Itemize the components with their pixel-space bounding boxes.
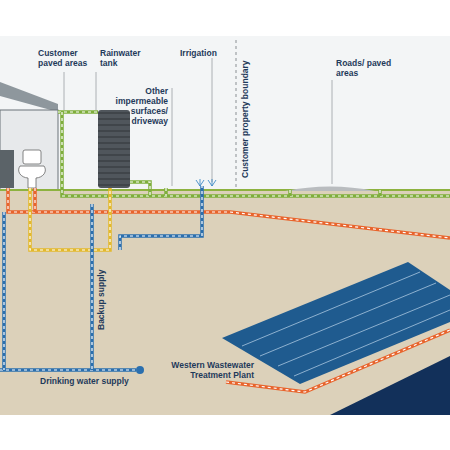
pipe-dash <box>0 369 136 370</box>
callout-label: Backup supply <box>96 270 106 330</box>
toilet <box>19 150 46 188</box>
callout-label: Customer property boundary <box>240 60 250 178</box>
pipe <box>33 188 37 212</box>
pipe <box>0 368 136 372</box>
pipe <box>120 186 202 250</box>
sky <box>0 36 450 191</box>
ground <box>0 190 450 415</box>
house-roof <box>0 82 58 112</box>
pipe <box>58 110 98 114</box>
pipe-dash <box>379 190 380 196</box>
pipe <box>226 330 450 392</box>
leader-lines <box>64 58 332 186</box>
receiving-water <box>330 356 450 415</box>
house-wall <box>0 110 58 190</box>
road <box>285 187 375 192</box>
pipe-dash <box>8 188 450 238</box>
pipe-dash <box>58 111 98 112</box>
pipe-dash <box>30 188 110 250</box>
pipe-dash <box>91 204 92 370</box>
pipe <box>90 204 94 370</box>
pipe <box>62 112 450 196</box>
grass-line <box>0 189 450 191</box>
pipe <box>30 188 110 250</box>
pipe-dash <box>62 112 450 196</box>
pipe <box>164 188 168 196</box>
pipe-dash <box>165 188 166 196</box>
callout-label: Drinking water supply <box>40 376 150 386</box>
callout-label: Irrigation <box>180 48 230 58</box>
pipe-dash <box>3 212 4 370</box>
pipe <box>288 190 292 196</box>
callout-label: Rainwater tank <box>100 48 150 68</box>
supply-end <box>136 366 144 374</box>
pipes <box>0 112 450 392</box>
pipe-dash <box>226 330 450 392</box>
pipe <box>130 182 150 196</box>
irrigation-spray <box>196 179 216 186</box>
property-boundary-line <box>236 40 237 190</box>
rainwater-tank <box>98 110 130 188</box>
appliance <box>0 150 14 188</box>
pipe-dash <box>130 182 150 196</box>
pipe <box>378 190 382 196</box>
pond-lines <box>242 272 450 376</box>
pipe-dash <box>34 188 35 212</box>
callout-label: Other impermeable surfaces/ driveway <box>104 86 168 126</box>
pipe-dash <box>289 190 290 196</box>
pipe <box>8 188 450 238</box>
treatment-ponds <box>222 262 450 384</box>
pipe-dash <box>120 186 202 250</box>
callout-label: Western Wastewater Treatment Plant <box>150 360 254 380</box>
callout-label: Customer paved areas <box>38 48 94 68</box>
callout-label: Roads/ paved areas <box>336 58 392 78</box>
pipe <box>2 212 6 370</box>
